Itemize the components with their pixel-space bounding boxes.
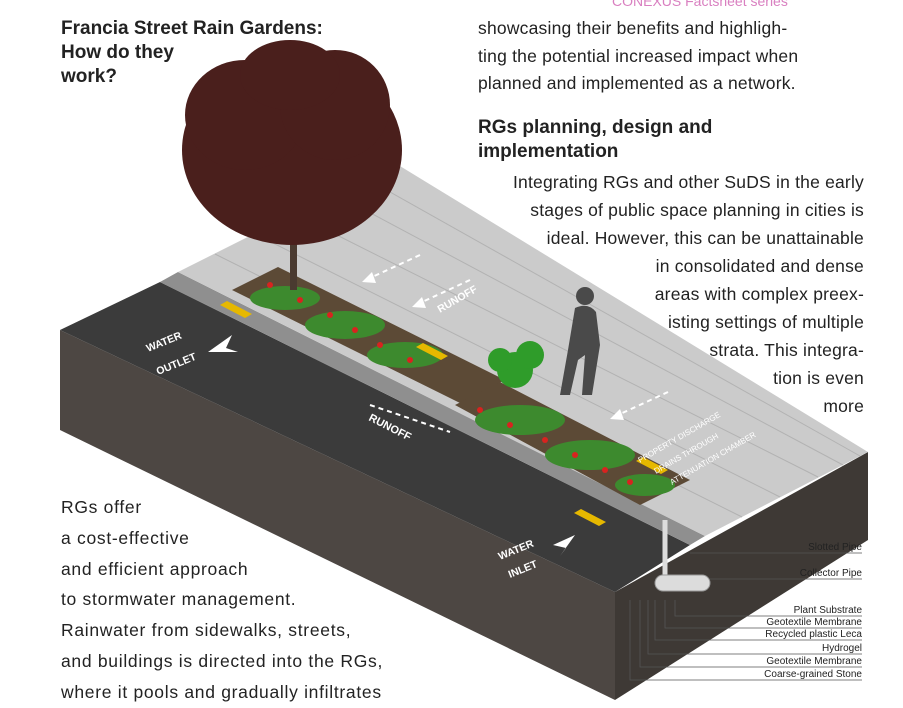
text-line: strata. This integra- [709,340,864,360]
heading-line: RGs planning, design and [478,117,713,138]
text-line: to stormwater management. [61,589,297,610]
text-line: in consolidated and dense [655,256,864,276]
text-line: planned and implemented as a network. [478,73,796,93]
text-line: ting the potential increased impact when [478,45,799,66]
text-line: more [823,396,864,416]
soil-right [615,452,868,700]
title-line: work? [61,66,117,87]
text-line: tion is even [773,368,864,388]
benefits-paragraph: RGs offer a cost-effective and efficient… [61,492,383,708]
text-line: stages of public space planning in citie… [530,200,864,220]
arrow-heads [208,272,624,556]
page-title: Francia Street Rain Gardens: How do they… [61,17,381,89]
text-line: and buildings is directed into the RGs, [61,650,384,671]
tree-canopy [182,40,402,245]
pipe-collector [654,574,711,592]
legend-item: Hydrogel [822,643,862,654]
title-line: How do they [61,42,174,63]
text-line: isting settings of multiple [667,312,864,332]
text-line: and efficient approach [61,558,249,579]
legend-item: Geotextile Membrane [766,617,862,628]
text-line: areas with complex preex- [654,284,864,304]
planning-paragraph: Integrating RGs and other SuDS in the ea… [513,168,864,420]
legend-item: Slotted Pipe [808,542,862,553]
text-line: showcasing their benefits and highligh- [478,18,788,38]
garden-flowers [267,282,633,485]
legend-item: Recycled plastic Leca [765,629,862,640]
text-line: ideal. However, this can be unattainable [546,228,864,248]
legend-item: Collector Pipe [800,568,863,579]
title-line: Francia Street Rain Gardens: [61,18,323,39]
heading-line: implementation [478,141,619,162]
series-label: CONEXUS Factsheet series [612,0,788,9]
text-line: a cost-effective [61,527,190,548]
shrub [488,341,544,388]
legend-item: Plant Substrate [794,605,863,616]
soil-front [60,330,615,700]
pedestrian-silhouette [560,287,600,395]
text-line: where it pools and gradually infiltrates [61,681,382,702]
text-line: Integrating RGs and other SuDS in the ea… [512,172,864,192]
legend-leaders [629,552,862,681]
legend-item: Coarse-grained Stone [764,669,862,680]
intro-paragraph: showcasing their benefits and highligh- … [478,15,864,98]
legend-item: Geotextile Membrane [766,656,862,667]
section-heading: RGs planning, design and implementation [478,116,808,164]
text-line: RGs offer [61,497,142,517]
text-line: Rainwater from sidewalks, streets, [61,620,352,641]
street-asphalt [60,282,690,592]
drain-grates [220,301,668,526]
curb [160,272,705,545]
